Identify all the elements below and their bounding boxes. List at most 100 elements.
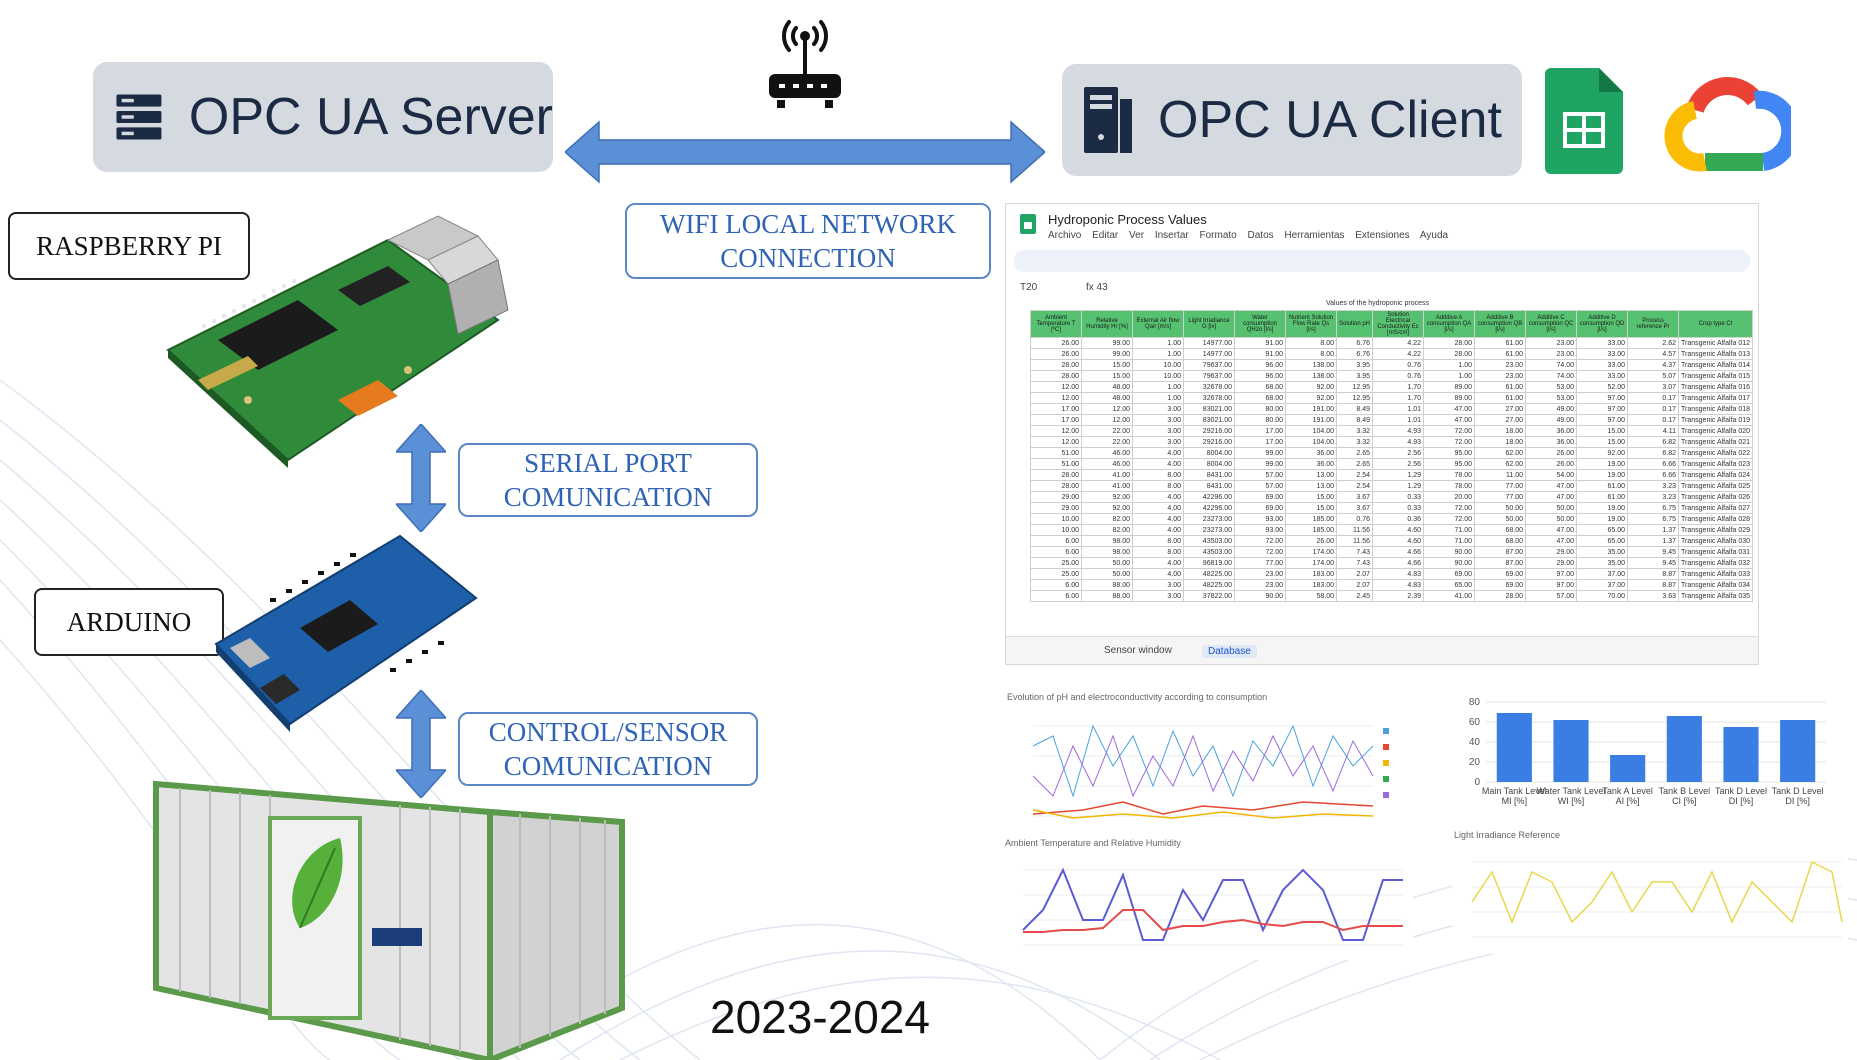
table-cell[interactable]: 96.00 (1234, 370, 1286, 382)
table-cell[interactable]: 28.00 (1474, 590, 1527, 602)
table-cell[interactable]: 12.00 (1030, 392, 1082, 404)
table-cell[interactable]: 0.33 (1372, 502, 1425, 514)
table-cell[interactable]: 23.00 (1525, 337, 1578, 349)
table-cell[interactable]: 3.63 (1627, 590, 1680, 602)
table-cell[interactable]: 2.65 (1335, 458, 1374, 470)
table-cell[interactable]: 47.00 (1525, 524, 1578, 536)
column-header[interactable]: Light Irradiance G [lx] (1183, 310, 1235, 338)
table-cell[interactable]: 58.00 (1285, 590, 1337, 602)
table-cell[interactable]: 17.00 (1030, 414, 1082, 426)
table-cell[interactable]: 36.00 (1525, 425, 1578, 437)
table-cell[interactable]: 10.00 (1132, 370, 1184, 382)
table-cell[interactable]: 69.00 (1234, 491, 1286, 503)
table-cell[interactable]: 8.00 (1132, 535, 1184, 547)
table-cell[interactable]: 99.00 (1081, 337, 1133, 349)
column-header[interactable]: Relative Humidity Hr [%] (1081, 310, 1133, 338)
table-cell[interactable]: 8.49 (1335, 414, 1374, 426)
table-cell[interactable]: 11.56 (1335, 524, 1374, 536)
table-cell[interactable]: 20.00 (1423, 491, 1476, 503)
table-cell[interactable]: 1.29 (1372, 480, 1425, 492)
table-cell[interactable]: 1.01 (1372, 414, 1425, 426)
table-cell[interactable]: 89.00 (1423, 381, 1476, 393)
table-cell[interactable]: 12.00 (1081, 403, 1133, 415)
table-cell[interactable]: 87.00 (1474, 546, 1527, 558)
table-cell[interactable]: 28.00 (1030, 359, 1082, 371)
table-cell[interactable]: 185.00 (1285, 513, 1337, 525)
table-cell[interactable]: 83021.00 (1183, 414, 1235, 426)
table-cell[interactable]: 27.00 (1474, 414, 1527, 426)
table-cell[interactable]: 99.00 (1234, 458, 1286, 470)
table-cell[interactable]: 2.54 (1335, 469, 1374, 481)
column-header[interactable]: Crop type Ct (1678, 310, 1754, 338)
table-cell[interactable]: 2.07 (1335, 568, 1374, 580)
table-cell[interactable]: 72.00 (1423, 513, 1476, 525)
table-cell[interactable]: 138.00 (1285, 370, 1337, 382)
table-cell[interactable]: 0.17 (1627, 403, 1680, 415)
table-cell[interactable]: 91.00 (1234, 337, 1286, 349)
table-cell[interactable]: 26.00 (1030, 348, 1082, 360)
table-cell[interactable]: 41.00 (1081, 480, 1133, 492)
table-cell[interactable]: 6.00 (1030, 546, 1082, 558)
table-cell[interactable]: 4.93 (1372, 425, 1425, 437)
table-cell[interactable]: Transgenic Alfalfa 024 (1678, 469, 1754, 481)
table-cell[interactable]: 50.00 (1525, 513, 1578, 525)
table-cell[interactable]: 72.00 (1423, 436, 1476, 448)
table-cell[interactable]: 4.83 (1372, 579, 1425, 591)
table-cell[interactable]: 191.00 (1285, 414, 1337, 426)
column-header[interactable]: Additive A consumption QA [l/s] (1423, 310, 1476, 338)
table-cell[interactable]: 2.65 (1335, 447, 1374, 459)
table-cell[interactable]: 4.00 (1132, 513, 1184, 525)
table-cell[interactable]: 35.00 (1576, 546, 1629, 558)
table-cell[interactable]: 47.00 (1525, 491, 1578, 503)
table-cell[interactable]: 6.75 (1627, 513, 1680, 525)
table-cell[interactable]: 6.00 (1030, 535, 1082, 547)
table-cell[interactable]: 93.00 (1234, 513, 1286, 525)
table-cell[interactable]: 74.00 (1525, 359, 1578, 371)
table-cell[interactable]: 4.00 (1132, 447, 1184, 459)
table-cell[interactable]: 28.00 (1030, 469, 1082, 481)
table-cell[interactable]: 23.00 (1474, 370, 1527, 382)
column-header[interactable]: Ambient Temperature T [ºC] (1030, 310, 1082, 338)
table-cell[interactable]: 48.00 (1081, 392, 1133, 404)
table-cell[interactable]: 4.66 (1372, 546, 1425, 558)
table-cell[interactable]: 65.00 (1423, 579, 1476, 591)
table-cell[interactable]: 15.00 (1285, 502, 1337, 514)
table-cell[interactable]: 14977.00 (1183, 348, 1235, 360)
table-cell[interactable]: 6.66 (1627, 469, 1680, 481)
table-cell[interactable]: 57.00 (1234, 480, 1286, 492)
table-cell[interactable]: 42296.00 (1183, 502, 1235, 514)
table-cell[interactable]: 53.00 (1525, 392, 1578, 404)
table-cell[interactable]: 174.00 (1285, 546, 1337, 558)
table-cell[interactable]: 18.00 (1474, 436, 1527, 448)
table-cell[interactable]: 70.00 (1576, 590, 1629, 602)
table-cell[interactable]: 2.39 (1372, 590, 1425, 602)
table-cell[interactable]: 8004.00 (1183, 447, 1235, 459)
table-cell[interactable]: 7.43 (1335, 557, 1374, 569)
table-cell[interactable]: 1.70 (1372, 381, 1425, 393)
table-cell[interactable]: Transgenic Alfalfa 025 (1678, 480, 1754, 492)
table-cell[interactable]: 12.95 (1335, 381, 1374, 393)
table-cell[interactable]: 69.00 (1234, 502, 1286, 514)
table-cell[interactable]: 12.00 (1030, 436, 1082, 448)
table-cell[interactable]: 3.00 (1132, 403, 1184, 415)
table-cell[interactable]: 28.00 (1030, 480, 1082, 492)
table-cell[interactable]: 83021.00 (1183, 403, 1235, 415)
table-cell[interactable]: 9.45 (1627, 557, 1680, 569)
table-cell[interactable]: Transgenic Alfalfa 014 (1678, 359, 1754, 371)
table-cell[interactable]: 12.00 (1081, 414, 1133, 426)
table-cell[interactable]: 3.32 (1335, 436, 1374, 448)
table-cell[interactable]: 37822.00 (1183, 590, 1235, 602)
table-cell[interactable]: 43503.00 (1183, 535, 1235, 547)
table-cell[interactable]: 3.00 (1132, 414, 1184, 426)
tab-database[interactable]: Database (1202, 645, 1257, 658)
table-cell[interactable]: 2.54 (1335, 480, 1374, 492)
table-cell[interactable]: 3.23 (1627, 480, 1680, 492)
table-cell[interactable]: 29.00 (1030, 502, 1082, 514)
table-cell[interactable]: 99.00 (1234, 447, 1286, 459)
table-cell[interactable]: 6.76 (1335, 337, 1374, 349)
table-cell[interactable]: 6.00 (1030, 579, 1082, 591)
table-cell[interactable]: 17.00 (1234, 425, 1286, 437)
table-cell[interactable]: Transgenic Alfalfa 032 (1678, 557, 1754, 569)
table-cell[interactable]: 54.00 (1525, 469, 1578, 481)
table-cell[interactable]: 6.66 (1627, 458, 1680, 470)
